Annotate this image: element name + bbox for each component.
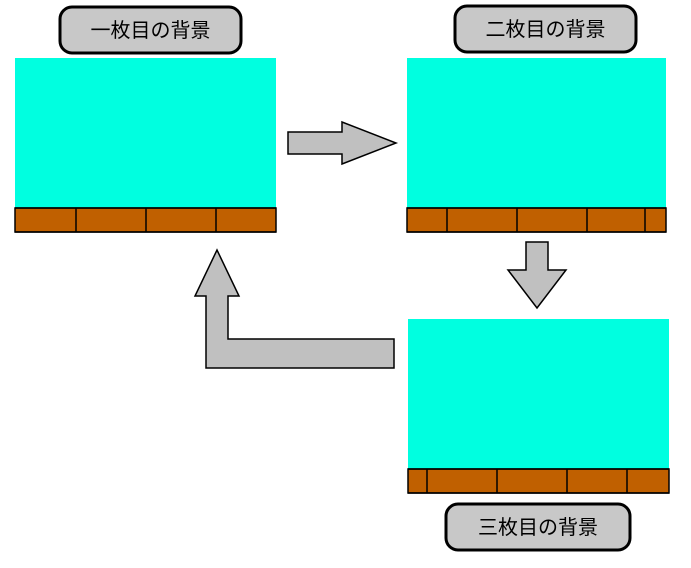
arrow-right-icon <box>287 120 399 166</box>
arrow-down-icon <box>506 241 568 310</box>
arrow-return-up-icon <box>193 248 395 369</box>
panel-2-ground <box>406 207 667 233</box>
label-second-text: 二枚目の背景 <box>486 17 606 41</box>
background-panel-3 <box>407 319 670 494</box>
label-first-text: 一枚目の背景 <box>91 18 211 42</box>
background-panel-1 <box>14 58 277 233</box>
panel-1-ground-joints <box>15 207 276 233</box>
panel-3-ground <box>407 468 670 494</box>
panel-2-ground-joints <box>407 207 666 233</box>
label-first-background: 一枚目の背景 <box>58 5 243 55</box>
label-second-background: 二枚目の背景 <box>453 4 638 54</box>
panel-1-sky <box>15 58 276 208</box>
label-third-text: 三枚目の背景 <box>478 515 598 539</box>
panel-3-sky <box>408 319 669 469</box>
panel-2-sky <box>407 58 666 208</box>
label-third-background: 三枚目の背景 <box>444 502 632 552</box>
background-panel-2 <box>406 58 667 233</box>
panel-3-ground-joints <box>408 468 669 494</box>
